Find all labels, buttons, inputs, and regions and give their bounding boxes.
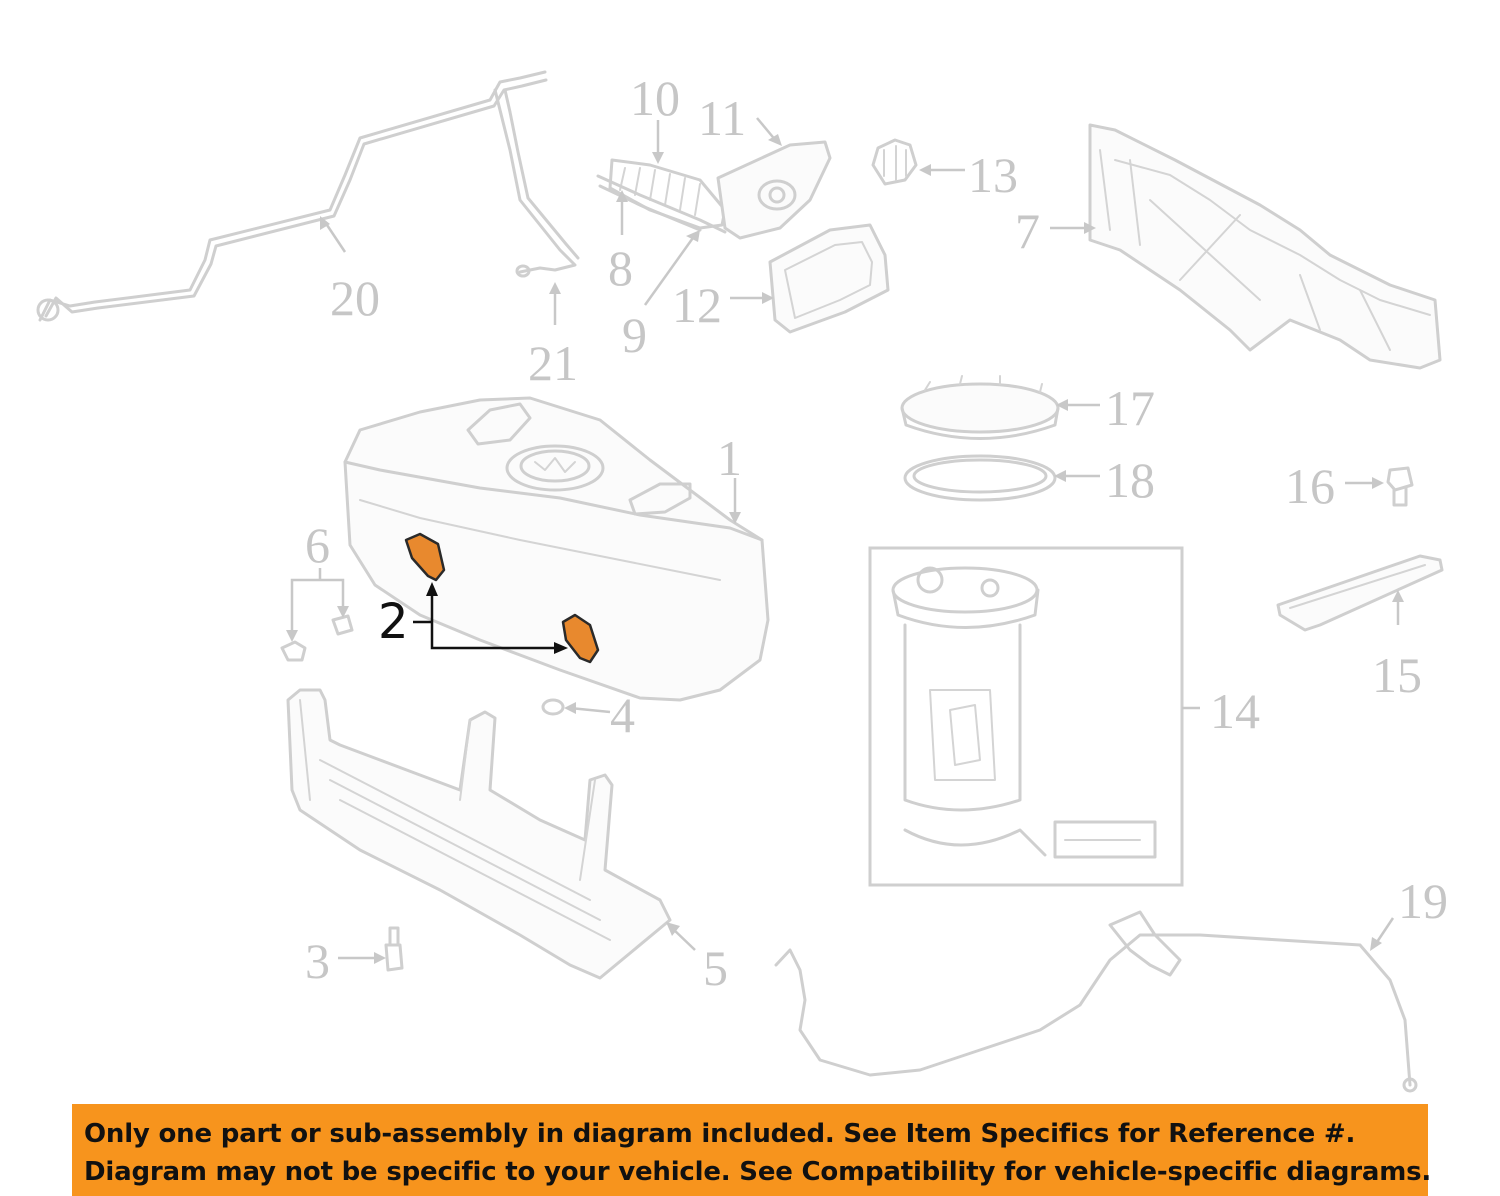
callout-1: 1 xyxy=(717,430,742,486)
callout-6: 6 xyxy=(305,517,330,573)
part-7-shield xyxy=(1088,123,1442,370)
disclaimer-line-2: Diagram may not be specific to your vehi… xyxy=(84,1157,1432,1187)
part-2-insulator-right xyxy=(561,613,600,664)
part-14-fuel-pump-module xyxy=(868,546,1184,887)
callout-8: 8 xyxy=(608,240,633,296)
part-1-fuel-tank xyxy=(343,396,770,702)
callout-12: 12 xyxy=(672,277,722,333)
callout-3: 3 xyxy=(305,933,330,989)
part-5-skid-plate xyxy=(286,688,672,980)
callout-21: 21 xyxy=(528,335,578,391)
callout-10: 10 xyxy=(630,70,680,126)
callout-11: 11 xyxy=(698,90,746,146)
callout-2: 2 xyxy=(378,594,409,650)
callout-9: 9 xyxy=(622,307,647,363)
part-17-lock-ring xyxy=(900,375,1060,440)
callout-18: 18 xyxy=(1105,452,1155,508)
disclaimer-banner: Only one part or sub-assembly in diagram… xyxy=(72,1104,1432,1196)
part-11-filler-housing xyxy=(716,140,832,240)
part-19-harness xyxy=(774,910,1418,1093)
part-13-fuel-cap xyxy=(871,138,918,186)
part-16-bolt xyxy=(1386,466,1414,507)
callout-19: 19 xyxy=(1398,873,1448,929)
callout-15: 15 xyxy=(1372,647,1422,703)
callout-20: 20 xyxy=(330,270,380,326)
part-10-filler-hose xyxy=(596,158,727,234)
part-21-vent-hose xyxy=(493,88,580,278)
callout-17: 17 xyxy=(1105,380,1155,436)
part-12-filler-door xyxy=(768,223,890,334)
callout-14: 14 xyxy=(1210,683,1260,739)
callout-4: 4 xyxy=(610,687,635,743)
part-18-seal xyxy=(903,454,1057,502)
part-2-insulator-left xyxy=(404,532,446,582)
part-4-washer xyxy=(541,698,565,716)
leader-lines xyxy=(286,117,1404,964)
disclaimer-line-1: Only one part or sub-assembly in diagram… xyxy=(84,1119,1356,1149)
callout-7: 7 xyxy=(1015,203,1040,259)
callout-16: 16 xyxy=(1285,458,1335,514)
callout-13: 13 xyxy=(968,147,1018,203)
part-20-vent-tube xyxy=(36,70,548,322)
leader-2 xyxy=(413,582,568,654)
part-3-bolt xyxy=(384,926,404,972)
callout-5: 5 xyxy=(703,940,728,996)
part-15-bracket xyxy=(1276,554,1444,632)
